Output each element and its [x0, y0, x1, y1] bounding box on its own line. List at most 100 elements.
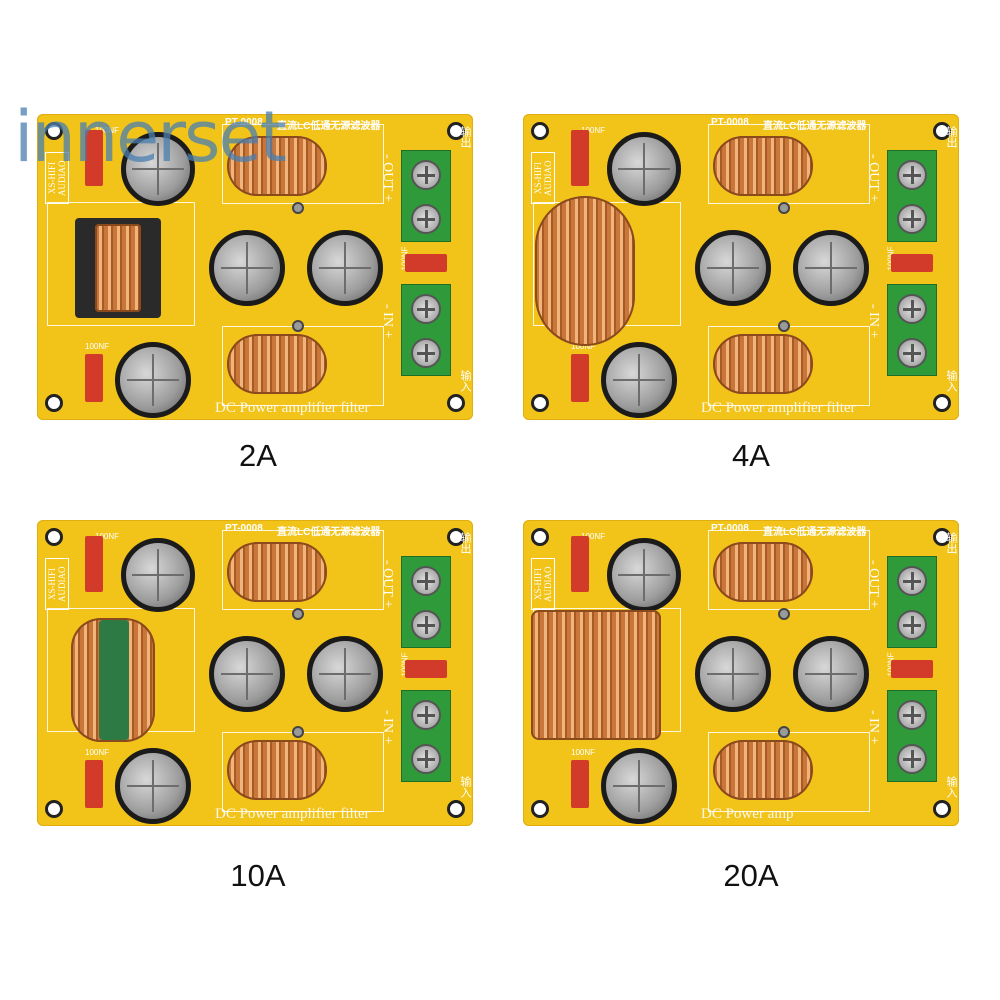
terminal-screw: [411, 610, 441, 640]
cap-label: 100NF: [95, 126, 120, 135]
out-cjk-label: 输出: [459, 532, 472, 554]
mounting-hole: [45, 800, 63, 818]
toroid-inductor: [713, 542, 813, 602]
brand-box: XS-HIFI AUDIAO: [531, 558, 555, 610]
electrolytic-capacitor: [601, 748, 677, 824]
terminal-screw: [897, 338, 927, 368]
terminal-screw: [411, 744, 441, 774]
bottom-silkscreen-text: DC Power amp: [701, 806, 794, 822]
electrolytic-capacitor: [793, 636, 869, 712]
screw: [292, 726, 304, 738]
electrolytic-capacitor: [121, 132, 195, 206]
electrolytic-capacitor: [695, 230, 771, 306]
cap-label: 100NF: [581, 126, 606, 135]
screw: [778, 202, 790, 214]
silkscreen-outline: [47, 202, 195, 326]
variant-label-20a: 20A: [723, 858, 779, 893]
brand-box: XS-HIFI AUDIAO: [45, 558, 69, 610]
terminal-screw: [411, 338, 441, 368]
terminal-screw: [411, 204, 441, 234]
cap-label: 100NF: [571, 748, 596, 757]
mounting-hole: [531, 528, 549, 546]
mounting-hole: [45, 122, 63, 140]
film-capacitor: [85, 536, 103, 592]
chinese-title-text: 直流LC低通无源滤波器: [763, 121, 867, 132]
model-text: PT-0008: [711, 523, 749, 534]
electrolytic-capacitor: [607, 538, 681, 612]
mounting-hole: [531, 122, 549, 140]
variant-label-2a: 2A: [239, 438, 277, 473]
silkscreen-outline: [708, 124, 870, 204]
bottom-silkscreen-text: DC Power amplifier filter: [215, 806, 370, 822]
in-cjk-label: 输入: [945, 776, 958, 798]
film-capacitor: [85, 354, 103, 402]
terminal-screw: [897, 294, 927, 324]
film-capacitor: [85, 760, 103, 808]
bottom-silkscreen-text: DC Power amplifier filter: [215, 400, 370, 416]
mounting-hole: [933, 800, 951, 818]
terminal-screw: [411, 160, 441, 190]
cap-label: 100NF: [85, 342, 110, 351]
electrolytic-capacitor: [695, 636, 771, 712]
screw: [778, 726, 790, 738]
toroid-inductor: [227, 136, 327, 196]
electrolytic-capacitor: [115, 342, 191, 418]
choke-winding: [95, 224, 141, 312]
mounting-hole: [933, 394, 951, 412]
toroid-inductor: [227, 334, 327, 394]
in-cjk-label: 输入: [945, 370, 958, 392]
screw: [292, 202, 304, 214]
model-text: PT-0008: [225, 117, 263, 128]
electrolytic-capacitor: [209, 230, 285, 306]
mounting-hole: [933, 528, 951, 546]
terminal-screw: [897, 610, 927, 640]
toroid-inductor: [227, 740, 327, 800]
toroid-inductor: [713, 740, 813, 800]
screw: [778, 608, 790, 620]
out-label: - OUT +: [380, 154, 395, 203]
film-capacitor: [891, 254, 933, 272]
cap-label: 100NF: [95, 532, 120, 541]
mounting-hole: [447, 528, 465, 546]
terminal-screw: [897, 566, 927, 596]
model-text: PT-0008: [711, 117, 749, 128]
silkscreen-outline: [222, 124, 384, 204]
electrolytic-capacitor: [307, 230, 383, 306]
in-cjk-label: 输入: [459, 370, 472, 392]
out-cjk-label: 输出: [945, 126, 958, 148]
out-label: - OUT +: [380, 560, 395, 609]
in-label: - IN +: [866, 710, 881, 745]
film-capacitor: [571, 130, 589, 186]
film-capacitor: [405, 254, 447, 272]
film-capacitor: [571, 760, 589, 808]
choke-core: [99, 620, 129, 740]
model-text: PT-0008: [225, 523, 263, 534]
toroid-inductor: [713, 334, 813, 394]
mounting-hole: [447, 394, 465, 412]
mounting-hole: [531, 800, 549, 818]
screw: [778, 320, 790, 332]
toroid-inductor: [713, 136, 813, 196]
electrolytic-capacitor: [115, 748, 191, 824]
film-capacitor: [571, 354, 589, 402]
mounting-hole: [45, 394, 63, 412]
in-cjk-label: 输入: [459, 776, 472, 798]
terminal-screw: [897, 204, 927, 234]
brand-box: XS-HIFI AUDIAO: [531, 152, 555, 204]
mounting-hole: [447, 800, 465, 818]
variant-label-4a: 4A: [732, 438, 770, 473]
electrolytic-capacitor: [793, 230, 869, 306]
terminal-screw: [897, 700, 927, 730]
terminal-screw: [411, 700, 441, 730]
cap-label: 100NF: [571, 342, 596, 351]
electrolytic-capacitor: [121, 538, 195, 612]
electrolytic-capacitor: [209, 636, 285, 712]
in-label: - IN +: [380, 710, 395, 745]
